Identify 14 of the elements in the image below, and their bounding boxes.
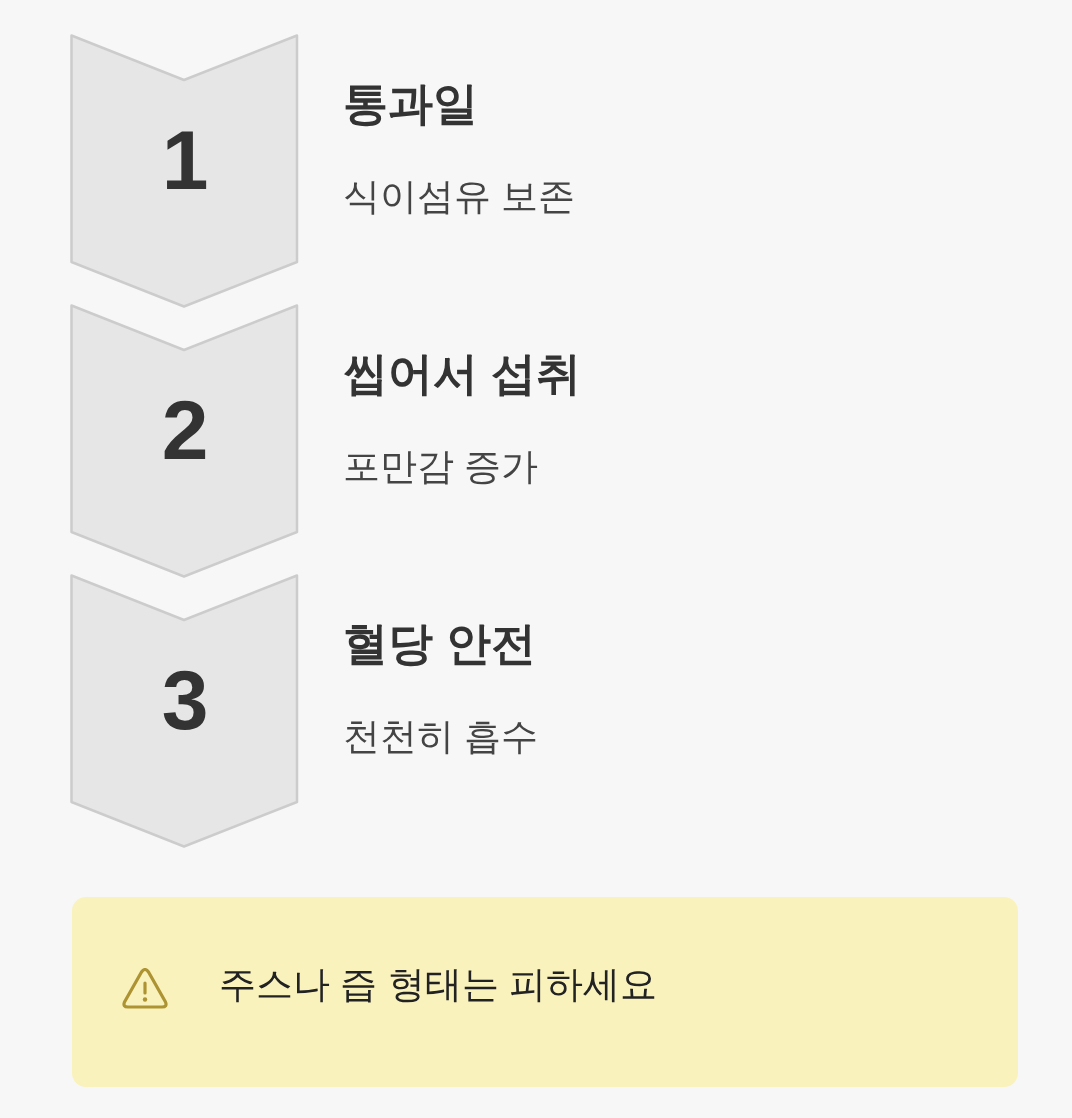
step-description: 천천히 흡수 [343, 717, 539, 758]
warning-text: 주스나 즙 형태는 피하세요 [219, 965, 657, 1006]
chevron-shape [70, 304, 300, 579]
step-description: 식이섬유 보존 [343, 177, 576, 218]
step-number: 3 [161, 658, 209, 742]
step-number: 2 [161, 388, 209, 472]
chevron-shape [70, 34, 300, 309]
step-heading: 혈당 안전 [343, 619, 536, 669]
step-number: 1 [161, 118, 209, 202]
chevron-shape [70, 574, 300, 849]
warning-box [72, 897, 1018, 1087]
step-heading: 통과일 [343, 79, 478, 129]
step-description: 포만감 증가 [343, 447, 539, 488]
step-heading: 씹어서 섭취 [343, 349, 581, 399]
